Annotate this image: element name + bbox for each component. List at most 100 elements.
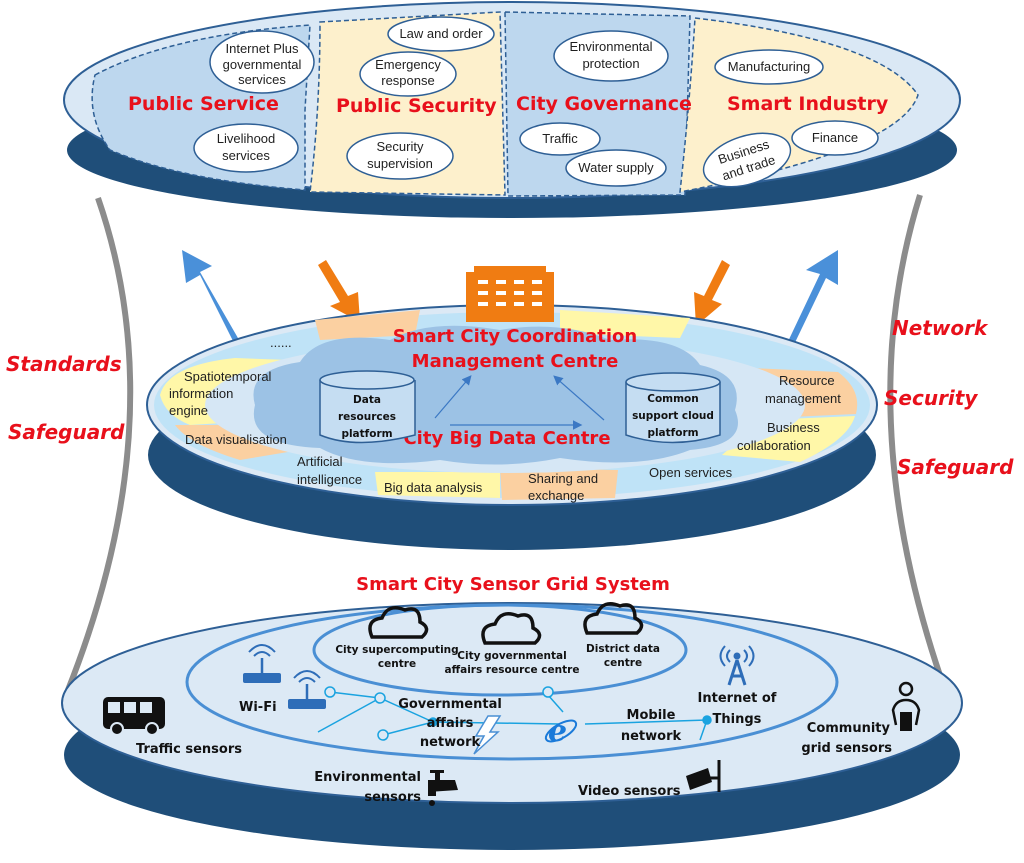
coordination-title-line2: Management Centre: [412, 351, 619, 372]
svg-text:Finance: Finance: [812, 130, 858, 145]
svg-text:Business: Business: [767, 420, 820, 435]
person-icon: [891, 681, 921, 731]
svg-text:management: management: [765, 391, 841, 406]
lightning-icon: [473, 715, 502, 755]
svg-text:Things: Things: [713, 712, 762, 727]
side-label-standards: Standards: [6, 352, 122, 376]
ring-item-data-visualisation: Data visualisation: [185, 432, 287, 447]
svg-text:collaboration: collaboration: [737, 438, 811, 453]
ring-item-resource-management: Resource management: [765, 373, 841, 406]
flow-arrow-1: [434, 375, 472, 419]
ring-item-business-collaboration: Business collaboration: [737, 420, 820, 453]
arrow-up-right: [783, 250, 838, 355]
bubble-livelihood: Livelihood services: [193, 123, 299, 173]
wifi-router-icon-2: [288, 670, 326, 709]
svg-text:Resource: Resource: [779, 373, 835, 388]
cloud-icon-supercomputing: [368, 606, 429, 639]
ring-item-ai: Artificial intelligence: [297, 454, 362, 487]
bubble-emergency-response: Emergency response: [359, 51, 457, 97]
bubble-security-supervision: Security supervision: [346, 132, 454, 180]
cloud-label-governmental-2: affairs resource centre: [445, 664, 580, 676]
zone-title-city-governance: City Governance: [516, 93, 692, 115]
svg-text:engine: engine: [169, 403, 208, 418]
ring-item-spatiotemporal: Spatiotemporal information engine: [169, 369, 272, 418]
zone-title-smart-industry: Smart Industry: [727, 93, 889, 115]
iot-tower-icon: [719, 645, 755, 686]
arrow-up-left: [182, 250, 246, 355]
flow-arrow-3: [553, 375, 605, 421]
data-centre-ring: [312, 603, 688, 697]
zone-title-public-security: Public Security: [336, 95, 497, 117]
ring-segment-top-left: [315, 310, 420, 340]
ring-item-open-services: Open services: [649, 465, 733, 480]
svg-text:Livelihood: Livelihood: [217, 131, 276, 146]
network-label-iot: Internet of Things: [698, 691, 777, 727]
ring-item-big-data-analysis: Big data analysis: [384, 480, 483, 495]
svg-text:Community: Community: [807, 721, 891, 736]
sensor-label-traffic: Traffic sensors: [136, 742, 242, 757]
bubble-environmental-protection: Environmental protection: [553, 30, 669, 82]
svg-text:Data: Data: [353, 394, 381, 406]
ring-segment-sharing: [500, 468, 618, 500]
bubble-internet-plus: Internet Plus governmental services: [209, 30, 315, 94]
bubble-law-and-order: Law and order: [387, 16, 495, 52]
sensor-grid-title: Smart City Sensor Grid System: [356, 574, 670, 595]
svg-text:intelligence: intelligence: [297, 472, 362, 487]
cloud-icon-district: [583, 602, 644, 635]
big-data-centre-title: City Big Data Centre: [403, 428, 610, 449]
network-graph: [317, 686, 712, 741]
network-label-governmental: Governmental affairs network: [398, 697, 502, 750]
sensor-label-video: Video sensors: [578, 784, 681, 799]
coordination-title-line1: Smart City Coordination: [393, 326, 637, 347]
arrow-down-left: [318, 260, 360, 322]
network-label-wifi: Wi-Fi: [239, 700, 277, 715]
water-tap-icon: [428, 770, 458, 806]
svg-text:Traffic: Traffic: [542, 131, 578, 146]
svg-text:e: e: [548, 714, 567, 749]
network-label-mobile: Mobile network: [621, 708, 682, 744]
svg-text:Common: Common: [647, 393, 699, 405]
right-pillar: [887, 194, 948, 691]
svg-text:Environmental: Environmental: [314, 770, 421, 785]
svg-text:Law and order: Law and order: [399, 26, 483, 41]
video-camera-icon: [686, 760, 721, 792]
common-support-cloud-platform: Common support cloud platform: [625, 372, 721, 444]
svg-text:services: services: [222, 148, 270, 163]
svg-text:resources: resources: [338, 411, 396, 423]
sensor-label-environmental: Environmental sensors: [314, 770, 421, 805]
bubble-finance: Finance: [791, 120, 879, 156]
svg-text:response: response: [381, 73, 434, 88]
arrow-down-right: [694, 260, 730, 326]
side-label-security: Security: [884, 386, 978, 410]
cloud-label-governmental-1: City governmental: [457, 650, 566, 662]
data-resources-platform: Data resources platform: [319, 370, 416, 444]
side-label-network: Network: [892, 316, 989, 340]
ring-item-sharing: Sharing and exchange: [528, 471, 598, 503]
svg-text:exchange: exchange: [528, 488, 584, 503]
cloud-label-supercomputing-2: centre: [378, 658, 416, 670]
svg-text:Manufacturing: Manufacturing: [728, 59, 810, 74]
svg-text:support cloud: support cloud: [632, 410, 714, 422]
cloud-label-district-2: centre: [604, 657, 642, 669]
wifi-router-icon-1: [243, 644, 281, 683]
ring-segment-top-right: [560, 310, 690, 338]
svg-text:Internet of: Internet of: [698, 691, 777, 706]
svg-text:platform: platform: [647, 427, 698, 439]
side-label-safeguard-right: Safeguard: [897, 455, 1014, 479]
svg-text:Mobile: Mobile: [627, 708, 676, 723]
svg-text:Governmental: Governmental: [398, 697, 502, 712]
ring-segment-big-data: [375, 472, 500, 498]
building-icon: [466, 266, 554, 322]
svg-text:protection: protection: [582, 56, 639, 71]
svg-text:Artificial: Artificial: [297, 454, 343, 469]
svg-text:Sharing and: Sharing and: [528, 471, 598, 486]
bus-icon: [103, 697, 165, 736]
svg-text:Spatiotemporal: Spatiotemporal: [184, 369, 272, 384]
svg-text:Environmental: Environmental: [569, 39, 652, 54]
cloud-label-supercomputing-1: City supercomputing: [335, 644, 458, 656]
bubble-manufacturing: Manufacturing: [714, 49, 824, 85]
svg-text:Emergency: Emergency: [375, 57, 441, 72]
svg-text:grid sensors: grid sensors: [801, 741, 892, 756]
internet-explorer-icon: e: [544, 714, 578, 749]
